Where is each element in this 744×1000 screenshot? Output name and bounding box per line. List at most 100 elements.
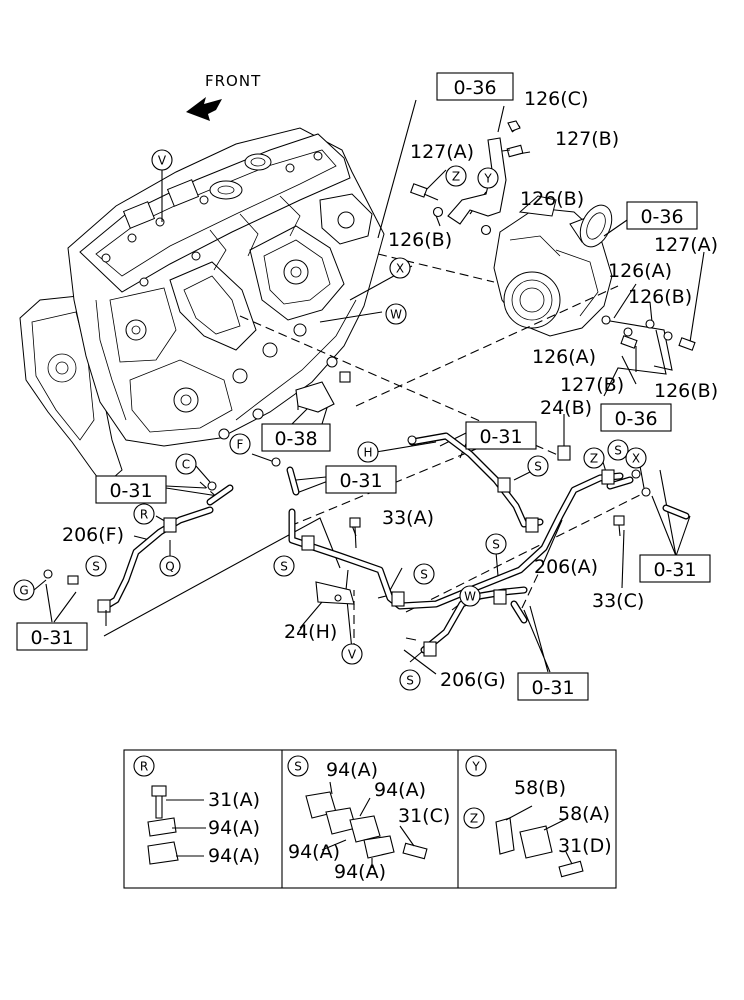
detail-s-94a-2: 94(A)	[374, 779, 426, 801]
callout-r: R	[140, 508, 148, 522]
label-24b: 24(B)	[540, 397, 592, 419]
callout-s-circle-5	[485, 533, 507, 555]
callout-s-2: S	[280, 560, 288, 574]
label-126b-left: 126(B)	[388, 229, 452, 251]
reference-boxes: 0-36 0-36 0-36 0-38 0-31 0-31 0-31 0-31 …	[16, 72, 711, 701]
callout-r-circle	[133, 503, 155, 525]
detail-box: R 31(A) 94(A) 94(A) S 94(A) 94(A) 31(C) …	[123, 749, 617, 889]
callout-z-2: Z	[590, 452, 598, 466]
callout-h: H	[363, 446, 372, 460]
detail-r-94a-2: 94(A)	[208, 845, 260, 867]
ref-box-031-f	[325, 465, 397, 494]
label-33a: 33(A)	[382, 507, 434, 529]
detail-y-58a: 58(A)	[558, 803, 610, 825]
pipes	[102, 432, 690, 654]
part-labels: 126(C) 127(B) 127(A) 126(B) 126(B) 127(A…	[62, 88, 718, 691]
turbocharger	[493, 195, 613, 337]
ref-box-038	[261, 423, 331, 452]
detail-y-z-letter: Z	[470, 812, 478, 826]
label-126b-lower: 126(B)	[654, 380, 718, 402]
ref-036-turbo: 0-36	[640, 206, 683, 228]
callout-c-circle	[175, 453, 197, 475]
label-127b-lower: 127(B)	[560, 374, 624, 396]
detail-y-letter: Y	[471, 760, 480, 774]
callout-s-7: S	[614, 444, 622, 458]
ref-box-031-h	[465, 421, 537, 450]
detail-r-94a-1: 94(A)	[208, 817, 260, 839]
label-206f: 206(F)	[62, 524, 124, 546]
detail-s-94a-3: 94(A)	[288, 841, 340, 863]
callout-f-circle	[229, 433, 251, 455]
callout-s-circle-1	[85, 555, 107, 577]
ref-036-top: 0-36	[453, 77, 496, 99]
callout-s-circle-3	[413, 563, 435, 585]
callout-x-2: X	[632, 452, 640, 466]
callout-c: C	[182, 458, 190, 472]
callout-s-circle-6	[527, 455, 549, 477]
detail-r-letter: R	[140, 760, 148, 774]
detail-r-31a: 31(A)	[208, 789, 260, 811]
ref-box-036-lower	[600, 403, 672, 432]
callout-v-circle-2	[341, 643, 363, 665]
callout-q-circle	[159, 555, 181, 577]
label-127b-top: 127(B)	[555, 128, 619, 150]
label-126c: 126(C)	[524, 88, 588, 110]
label-126b-right: 126(B)	[520, 188, 584, 210]
label-126b-mid: 126(B)	[628, 286, 692, 308]
ref-box-031-c	[95, 475, 167, 504]
callout-s-3: S	[420, 568, 428, 582]
callout-x: X	[396, 262, 404, 276]
callout-v-2: V	[348, 648, 357, 662]
detail-y: Y Z 58(B) 58(A) 31(D)	[463, 755, 612, 878]
callout-z: Z	[452, 170, 460, 184]
callout-w-circle-2	[459, 585, 481, 607]
callout-s-circle-4	[399, 669, 421, 691]
ref-031-g: 0-31	[30, 627, 73, 649]
callout-x-circle-2	[625, 447, 647, 469]
ref-box-036-top	[436, 72, 514, 101]
callout-x-circle	[389, 257, 411, 279]
ref-031-c: 0-31	[109, 480, 152, 502]
callout-y: Y	[483, 172, 492, 186]
label-127a-left: 127(A)	[410, 141, 474, 163]
label-24h: 24(H)	[284, 621, 337, 643]
ref-box-031-x	[639, 554, 711, 583]
callout-s-circle-7	[607, 439, 629, 461]
ref-031-x: 0-31	[653, 559, 696, 581]
ref-box-036-turbo	[626, 201, 698, 230]
callout-v-circle	[151, 149, 173, 171]
callout-z-circle-2	[583, 447, 605, 469]
callout-w-2: W	[464, 590, 476, 604]
callout-y-circle	[477, 167, 499, 189]
label-126a-lower: 126(A)	[532, 346, 596, 368]
callout-z-circle	[445, 165, 467, 187]
detail-s-94a-1: 94(A)	[326, 759, 378, 781]
label-206a: 206(A)	[534, 556, 598, 578]
label-127a-right: 127(A)	[654, 234, 718, 256]
callout-q: Q	[165, 560, 174, 574]
ref-box-031-w	[517, 672, 589, 701]
detail-s-94a-4: 94(A)	[334, 861, 386, 883]
label-33c: 33(C)	[592, 590, 644, 612]
callout-s-5: S	[492, 538, 500, 552]
letter-callouts: V X W Z Y F H C R Q S G S S V S S W S	[13, 149, 647, 691]
detail-s-letter: S	[294, 760, 302, 774]
callout-s-circle-2	[273, 555, 295, 577]
small-parts	[43, 120, 696, 657]
detail-y-31d: 31(D)	[558, 835, 612, 857]
callout-s-6: S	[534, 460, 542, 474]
detail-s: S 94(A) 94(A) 31(C) 94(A) 94(A)	[287, 755, 450, 883]
callout-s-4: S	[406, 674, 414, 688]
label-206g: 206(G)	[440, 669, 506, 691]
ref-031-f: 0-31	[339, 470, 382, 492]
callout-h-circle	[357, 441, 379, 463]
callout-s-1: S	[92, 560, 100, 574]
detail-y-58b: 58(B)	[514, 777, 566, 799]
callout-g: G	[19, 584, 28, 598]
callout-f: F	[237, 438, 244, 452]
ref-038: 0-38	[274, 428, 317, 450]
front-label: FRONT	[205, 72, 261, 90]
ref-box-031-g	[16, 622, 88, 651]
ref-031-w: 0-31	[531, 677, 574, 699]
